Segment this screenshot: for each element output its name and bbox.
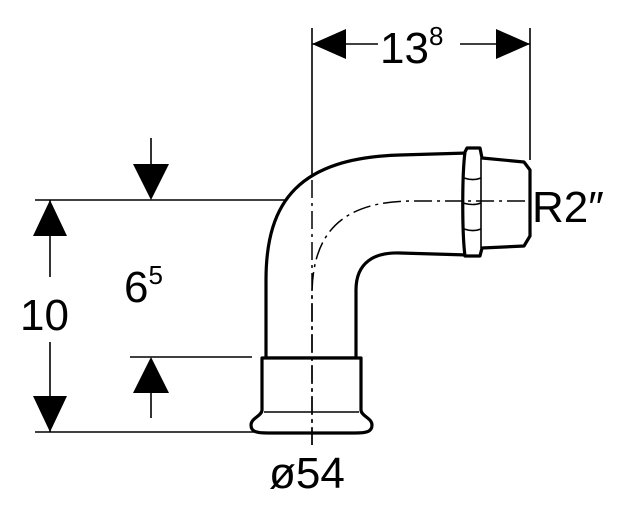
inner-height-label: 65 [124, 260, 163, 312]
diameter-label: ø54 [269, 449, 345, 498]
total-height-label: 10 [20, 291, 69, 340]
inner-height-superscript: 5 [148, 260, 162, 290]
elbow-tube [264, 151, 470, 360]
inner-height-value: 6 [124, 263, 148, 312]
arrow-right-icon [496, 29, 530, 59]
arrow-left-icon [312, 29, 346, 59]
width-value: 13 [380, 24, 429, 73]
dimension-labels: 138 65 10 R2″ ø54 [20, 21, 604, 498]
hex-edge-middle [462, 202, 482, 206]
width-superscript: 8 [429, 21, 443, 51]
dimension-lines [33, 28, 531, 433]
hex-edge-bottom [463, 228, 482, 232]
hex-edge-top [463, 177, 482, 181]
arrow-down-icon [33, 396, 67, 432]
press-socket [249, 356, 374, 435]
thread-label: R2″ [532, 183, 604, 232]
thread-end [461, 146, 532, 258]
arrow-down-inner-icon [133, 164, 169, 200]
elbow-body [249, 146, 532, 445]
arrow-up-icon [33, 200, 67, 236]
centerline-bend [311, 200, 528, 445]
width-label: 138 [380, 21, 443, 73]
arrow-up-inner-icon [133, 357, 169, 393]
